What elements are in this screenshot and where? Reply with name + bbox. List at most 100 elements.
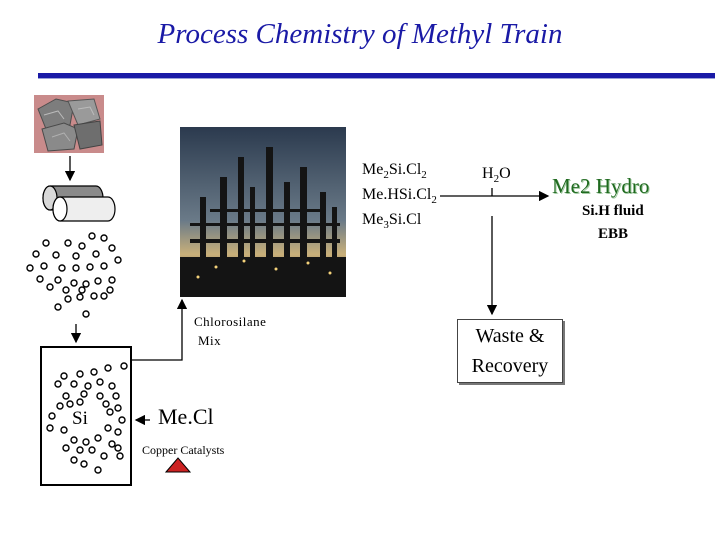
particle	[86, 263, 94, 271]
title-rule	[38, 73, 715, 79]
particle	[116, 452, 124, 460]
si-label: Si	[72, 408, 88, 429]
particle	[108, 244, 116, 252]
particle	[78, 242, 86, 250]
particle	[72, 252, 80, 260]
particle	[106, 408, 114, 416]
particle	[46, 283, 54, 291]
silicon-rock-image	[34, 95, 104, 153]
particle	[108, 440, 116, 448]
particle	[58, 264, 66, 272]
particle	[62, 286, 70, 294]
particle	[52, 251, 60, 259]
rock-illustration	[34, 95, 104, 153]
copper-catalysts-label: Copper Catalysts	[142, 443, 225, 457]
reactor-particles	[46, 362, 128, 474]
particle	[76, 398, 84, 406]
particle	[112, 392, 120, 400]
particle	[66, 400, 74, 408]
particle	[70, 279, 78, 287]
particle	[40, 262, 48, 270]
water-label: H2O	[482, 165, 511, 186]
product-mehsicl2: Me.HSi.Cl2	[362, 186, 437, 207]
particle	[82, 438, 90, 446]
particle	[48, 412, 56, 420]
product-me3sicl: Me3Si.Cl	[362, 211, 422, 232]
particle	[94, 466, 102, 474]
plant-illustration	[180, 127, 346, 297]
particle	[108, 382, 116, 390]
particle	[82, 280, 90, 288]
particle	[62, 444, 70, 452]
particle	[70, 456, 78, 464]
particle	[76, 446, 84, 454]
silicon-powder-particles	[26, 232, 122, 318]
particle	[100, 234, 108, 242]
particle	[114, 404, 122, 412]
waste-recovery-box: Waste & Recovery	[457, 319, 563, 383]
product-me2sicl2: Me2Si.Cl2	[362, 161, 427, 182]
particle	[92, 250, 100, 258]
particle	[88, 446, 96, 454]
particle	[88, 232, 96, 240]
mecl-label: Me.Cl	[158, 404, 214, 429]
particle	[54, 276, 62, 284]
particle	[114, 428, 122, 436]
particle	[114, 256, 122, 264]
reactor-vessel	[40, 346, 132, 486]
particle	[76, 293, 84, 301]
particle	[78, 286, 86, 294]
particle	[108, 276, 116, 284]
particle	[42, 239, 50, 247]
chlorosilane-line1: Chlorosilane	[194, 314, 267, 329]
chlorosilane-mix-label: Chlorosilane Mix	[194, 312, 266, 350]
particle	[62, 392, 70, 400]
particle	[70, 436, 78, 444]
mill-rollers-icon	[42, 185, 116, 222]
particle	[64, 295, 72, 303]
particle	[106, 286, 114, 294]
particle	[104, 424, 112, 432]
particle	[60, 426, 68, 434]
particle	[104, 364, 112, 372]
particle	[102, 400, 110, 408]
waste-line1: Waste &	[475, 325, 545, 347]
slide-title: Process Chemistry of Methyl Train	[157, 18, 563, 50]
particle	[72, 264, 80, 272]
sih-fluid-label: Si.H fluid	[582, 203, 644, 219]
particle	[82, 310, 90, 318]
particle	[114, 444, 122, 452]
particle	[70, 380, 78, 388]
particle	[76, 370, 84, 378]
particle	[46, 424, 54, 432]
particle	[80, 390, 88, 398]
particle	[94, 434, 102, 442]
particle	[54, 380, 62, 388]
particle	[96, 392, 104, 400]
particle	[100, 262, 108, 270]
particle	[84, 382, 92, 390]
particle	[94, 277, 102, 285]
copper-catalyst-icon	[164, 457, 192, 473]
chlorosilane-line2: Mix	[198, 333, 222, 348]
waste-line2: Recovery	[471, 355, 549, 377]
chemical-plant-image	[180, 127, 346, 297]
particle	[120, 362, 128, 370]
particle	[36, 275, 44, 283]
particle	[90, 292, 98, 300]
particle	[32, 250, 40, 258]
particle	[80, 460, 88, 468]
particle	[90, 368, 98, 376]
particle	[100, 452, 108, 460]
particle	[118, 416, 126, 424]
particle	[60, 372, 68, 380]
particle	[56, 402, 64, 410]
product-list: Me2Si.Cl2 Me.HSi.Cl2 Me3Si.Cl	[362, 160, 437, 236]
particle	[64, 239, 72, 247]
particle	[96, 378, 104, 386]
arrow-reactor-to-plant	[132, 298, 188, 361]
particle	[54, 303, 62, 311]
particle	[26, 264, 34, 272]
ebb-label: EBB	[598, 226, 629, 242]
